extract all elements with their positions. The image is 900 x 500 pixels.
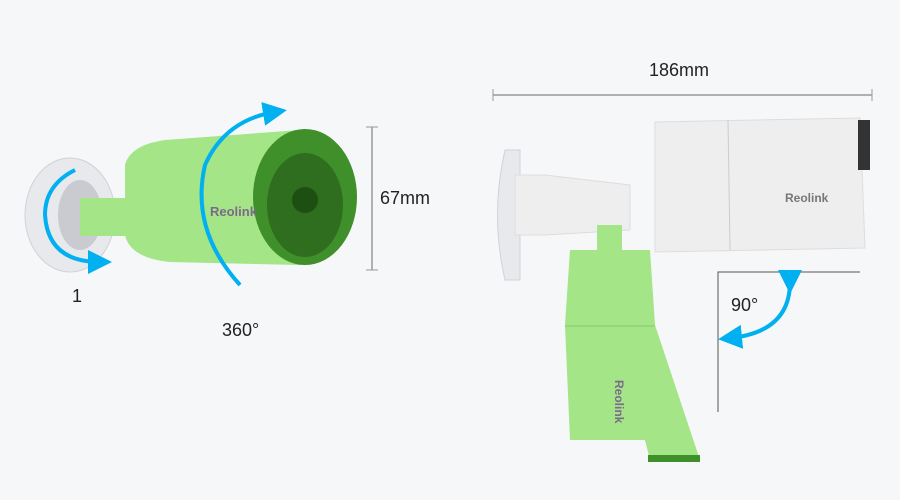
length-label: 186mm <box>649 60 710 80</box>
mount-rotation-arrow <box>42 168 112 274</box>
rotation-label: 360° <box>222 320 260 340</box>
lens <box>292 187 318 213</box>
brand-logo: Reolink <box>210 204 258 219</box>
wall-mount <box>497 149 521 281</box>
tilted-camera-body <box>565 250 655 325</box>
mount-label: 1 <box>72 286 83 306</box>
camera-body <box>125 130 300 265</box>
svg-text:Reolink: Reolink <box>612 380 626 424</box>
angle-guide <box>717 271 860 412</box>
brand-logo: Reolink <box>785 191 829 205</box>
tilt-label: 90° <box>731 295 759 315</box>
left-camera: Reolink <box>24 102 378 287</box>
right-camera: Reolink Reolink <box>492 89 873 462</box>
camera-body <box>654 117 866 253</box>
rotation-arrow <box>199 102 287 287</box>
height-label: 67mm <box>380 188 431 208</box>
tilt-arrow <box>718 269 803 349</box>
